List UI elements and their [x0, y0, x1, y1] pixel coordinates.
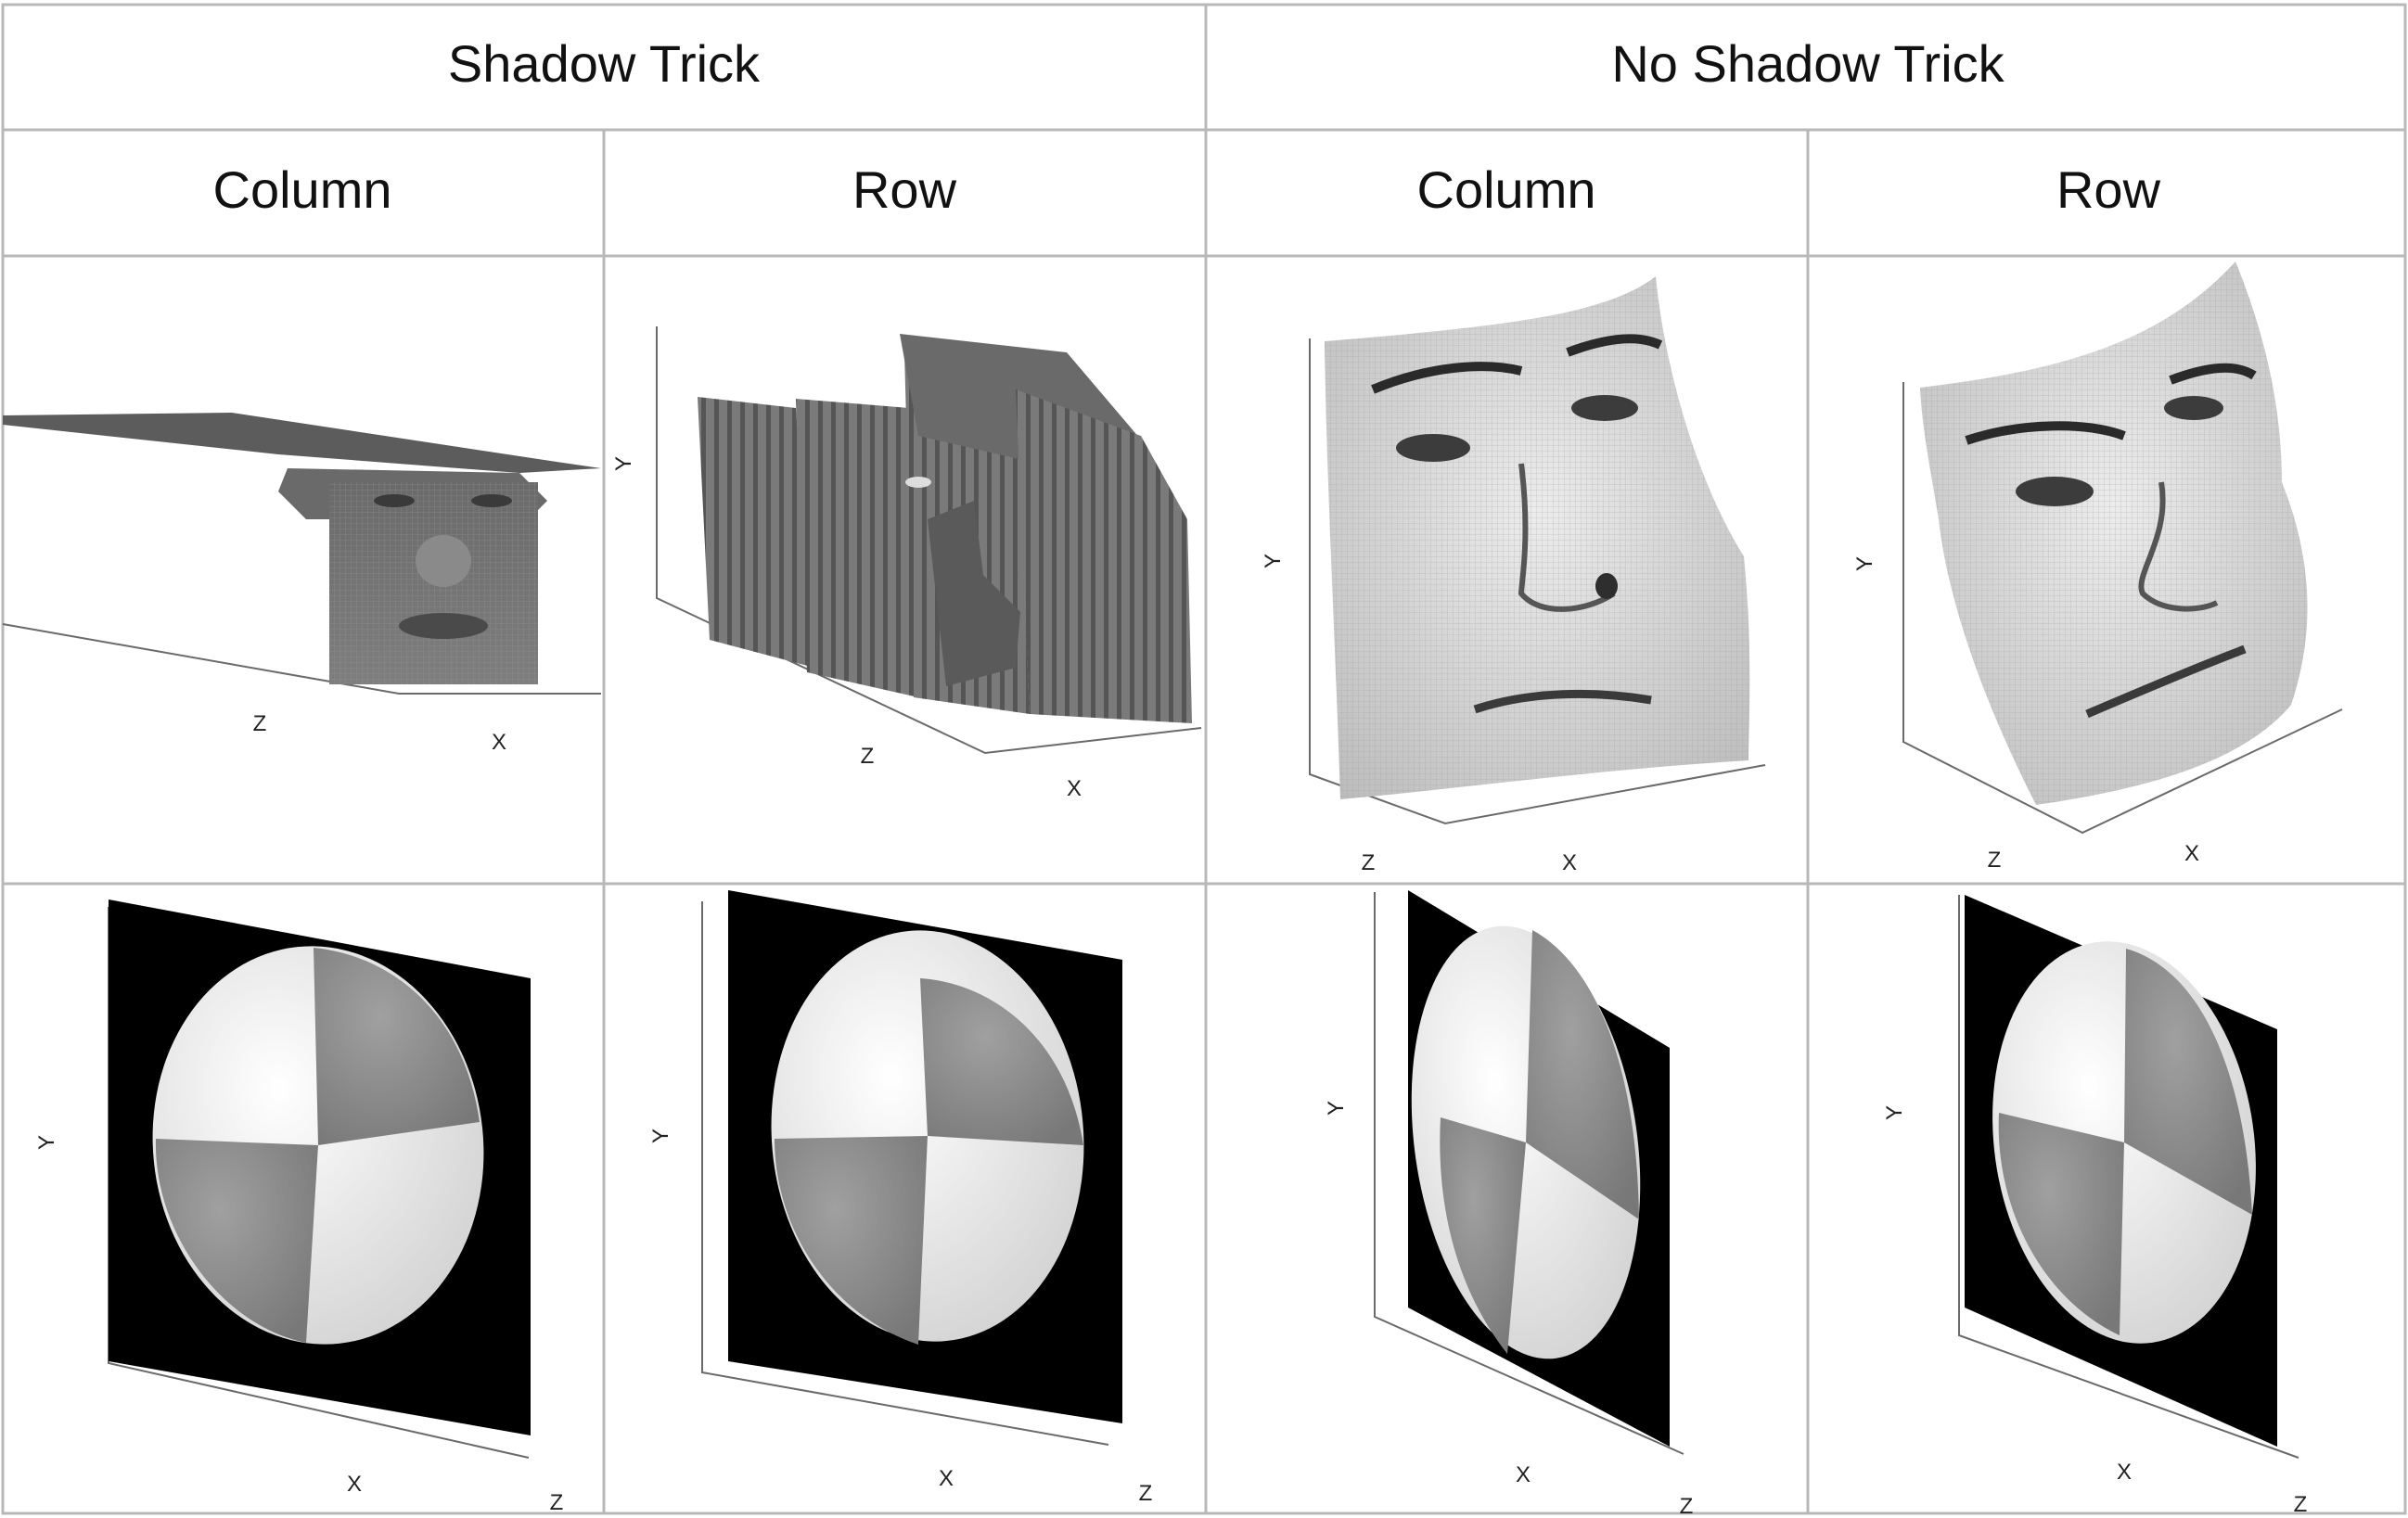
- sphere-render-noshadow-row: X Z Y: [1882, 895, 2307, 1517]
- flat-sheet-surface: [3, 413, 601, 473]
- face-render-noshadow-row: Z X Y: [1852, 262, 2343, 873]
- right-eye: [2164, 396, 2223, 420]
- axis-label-z: Z: [253, 711, 267, 736]
- axis-label-y: Y: [611, 456, 636, 471]
- mouth: [399, 613, 488, 639]
- group-header-no-shadow-trick: No Shadow Trick: [1611, 34, 2005, 93]
- axis-label-z: Z: [2294, 1492, 2308, 1517]
- axis-label-x: X: [2117, 1460, 2132, 1485]
- axis-label-z: Z: [1988, 848, 2002, 873]
- nostril: [1595, 573, 1618, 599]
- sphere-render-shadow-row: X Z Y: [648, 890, 1152, 1506]
- right-eyebrow: [1566, 334, 1663, 357]
- face-profile: [928, 501, 1020, 686]
- group-header-shadow-trick: Shadow Trick: [448, 34, 761, 93]
- sphere-render-shadow-column: X Z Y: [34, 899, 563, 1515]
- nose: [416, 535, 471, 587]
- axis-label-x: X: [939, 1466, 954, 1491]
- axis-label-x: X: [492, 730, 506, 755]
- sphere: [1992, 941, 2256, 1344]
- sphere-dark-quadrant-bottom: [155, 1139, 318, 1343]
- axis-label-z: Z: [1362, 850, 1376, 875]
- axis-label-x: X: [1067, 776, 1082, 801]
- axis-label-y: Y: [1261, 554, 1286, 568]
- right-eye: [471, 494, 512, 507]
- sphere-dark-quadrant-bottom: [1998, 1113, 2124, 1335]
- sphere-dark-quadrant-top: [314, 948, 480, 1145]
- face-render-shadow-row: Z X Y: [611, 326, 1202, 801]
- axis-label-y: Y: [1324, 1101, 1349, 1116]
- face-render-shadow-column: Z X: [2, 413, 601, 755]
- sphere: [1411, 925, 1641, 1359]
- left-eye: [2016, 477, 2094, 506]
- sub-header-column-1: Column: [213, 160, 392, 219]
- sphere-dark-quadrant-top: [920, 978, 1083, 1145]
- sphere-dark-quadrant-bottom: [1440, 1117, 1526, 1354]
- axis-frame: [2, 623, 601, 695]
- sphere: [771, 930, 1084, 1345]
- sub-header-row-2: Row: [2056, 160, 2161, 219]
- strip-surface-1: [698, 397, 814, 668]
- nose: [1518, 463, 1616, 612]
- axis-label-y: Y: [1882, 1105, 1907, 1120]
- sub-header-column-2: Column: [1417, 160, 1596, 219]
- axis-label-y: Y: [648, 1129, 673, 1143]
- axis-label-z: Z: [1680, 1494, 1694, 1518]
- axis-frame: [1309, 338, 1766, 825]
- axis-frame: [656, 326, 1202, 755]
- axis-label-z: Z: [861, 744, 875, 769]
- table-border: [1, 3, 2407, 1515]
- right-eye: [1571, 395, 1638, 421]
- sphere-render-noshadow-column: X Z Y: [1324, 890, 1693, 1518]
- left-eyebrow: [1371, 362, 1523, 394]
- sphere-dark-quadrant-bottom: [775, 1136, 928, 1345]
- axis-label-y: Y: [1852, 556, 1877, 571]
- sphere: [152, 946, 484, 1345]
- strip-surface-4: [1016, 389, 1192, 723]
- axis-label-x: X: [347, 1472, 362, 1497]
- axis-frame: [1374, 892, 1684, 1455]
- sphere-dark-quadrant-top: [2124, 949, 2252, 1215]
- sub-header-row-1: Row: [852, 160, 957, 219]
- face-render-noshadow-column: Z X Y: [1261, 276, 1766, 875]
- nose: [2138, 481, 2219, 612]
- mouth: [1473, 689, 1652, 714]
- axis-label-z: Z: [550, 1490, 564, 1515]
- axis-label-x: X: [1516, 1462, 1531, 1487]
- axis-label-z: Z: [1139, 1481, 1153, 1506]
- mouth: [2085, 644, 2247, 719]
- strip-surface-2: [796, 399, 918, 697]
- axis-frame: [1958, 895, 2299, 1459]
- eye-highlight: [905, 477, 931, 488]
- right-eyebrow: [2169, 363, 2257, 385]
- sphere-dark-quadrant-top: [1526, 930, 1639, 1219]
- table-grid: [1, 3, 2407, 1515]
- left-eye: [374, 494, 415, 507]
- axis-label-y: Y: [34, 1135, 59, 1150]
- axis-label-x: X: [1562, 850, 1577, 875]
- axis-frame: [1902, 382, 2343, 835]
- axis-label-x: X: [2184, 841, 2199, 866]
- left-eyebrow: [1965, 421, 2126, 445]
- left-eye: [1396, 434, 1470, 462]
- axis-frame: [701, 901, 1109, 1446]
